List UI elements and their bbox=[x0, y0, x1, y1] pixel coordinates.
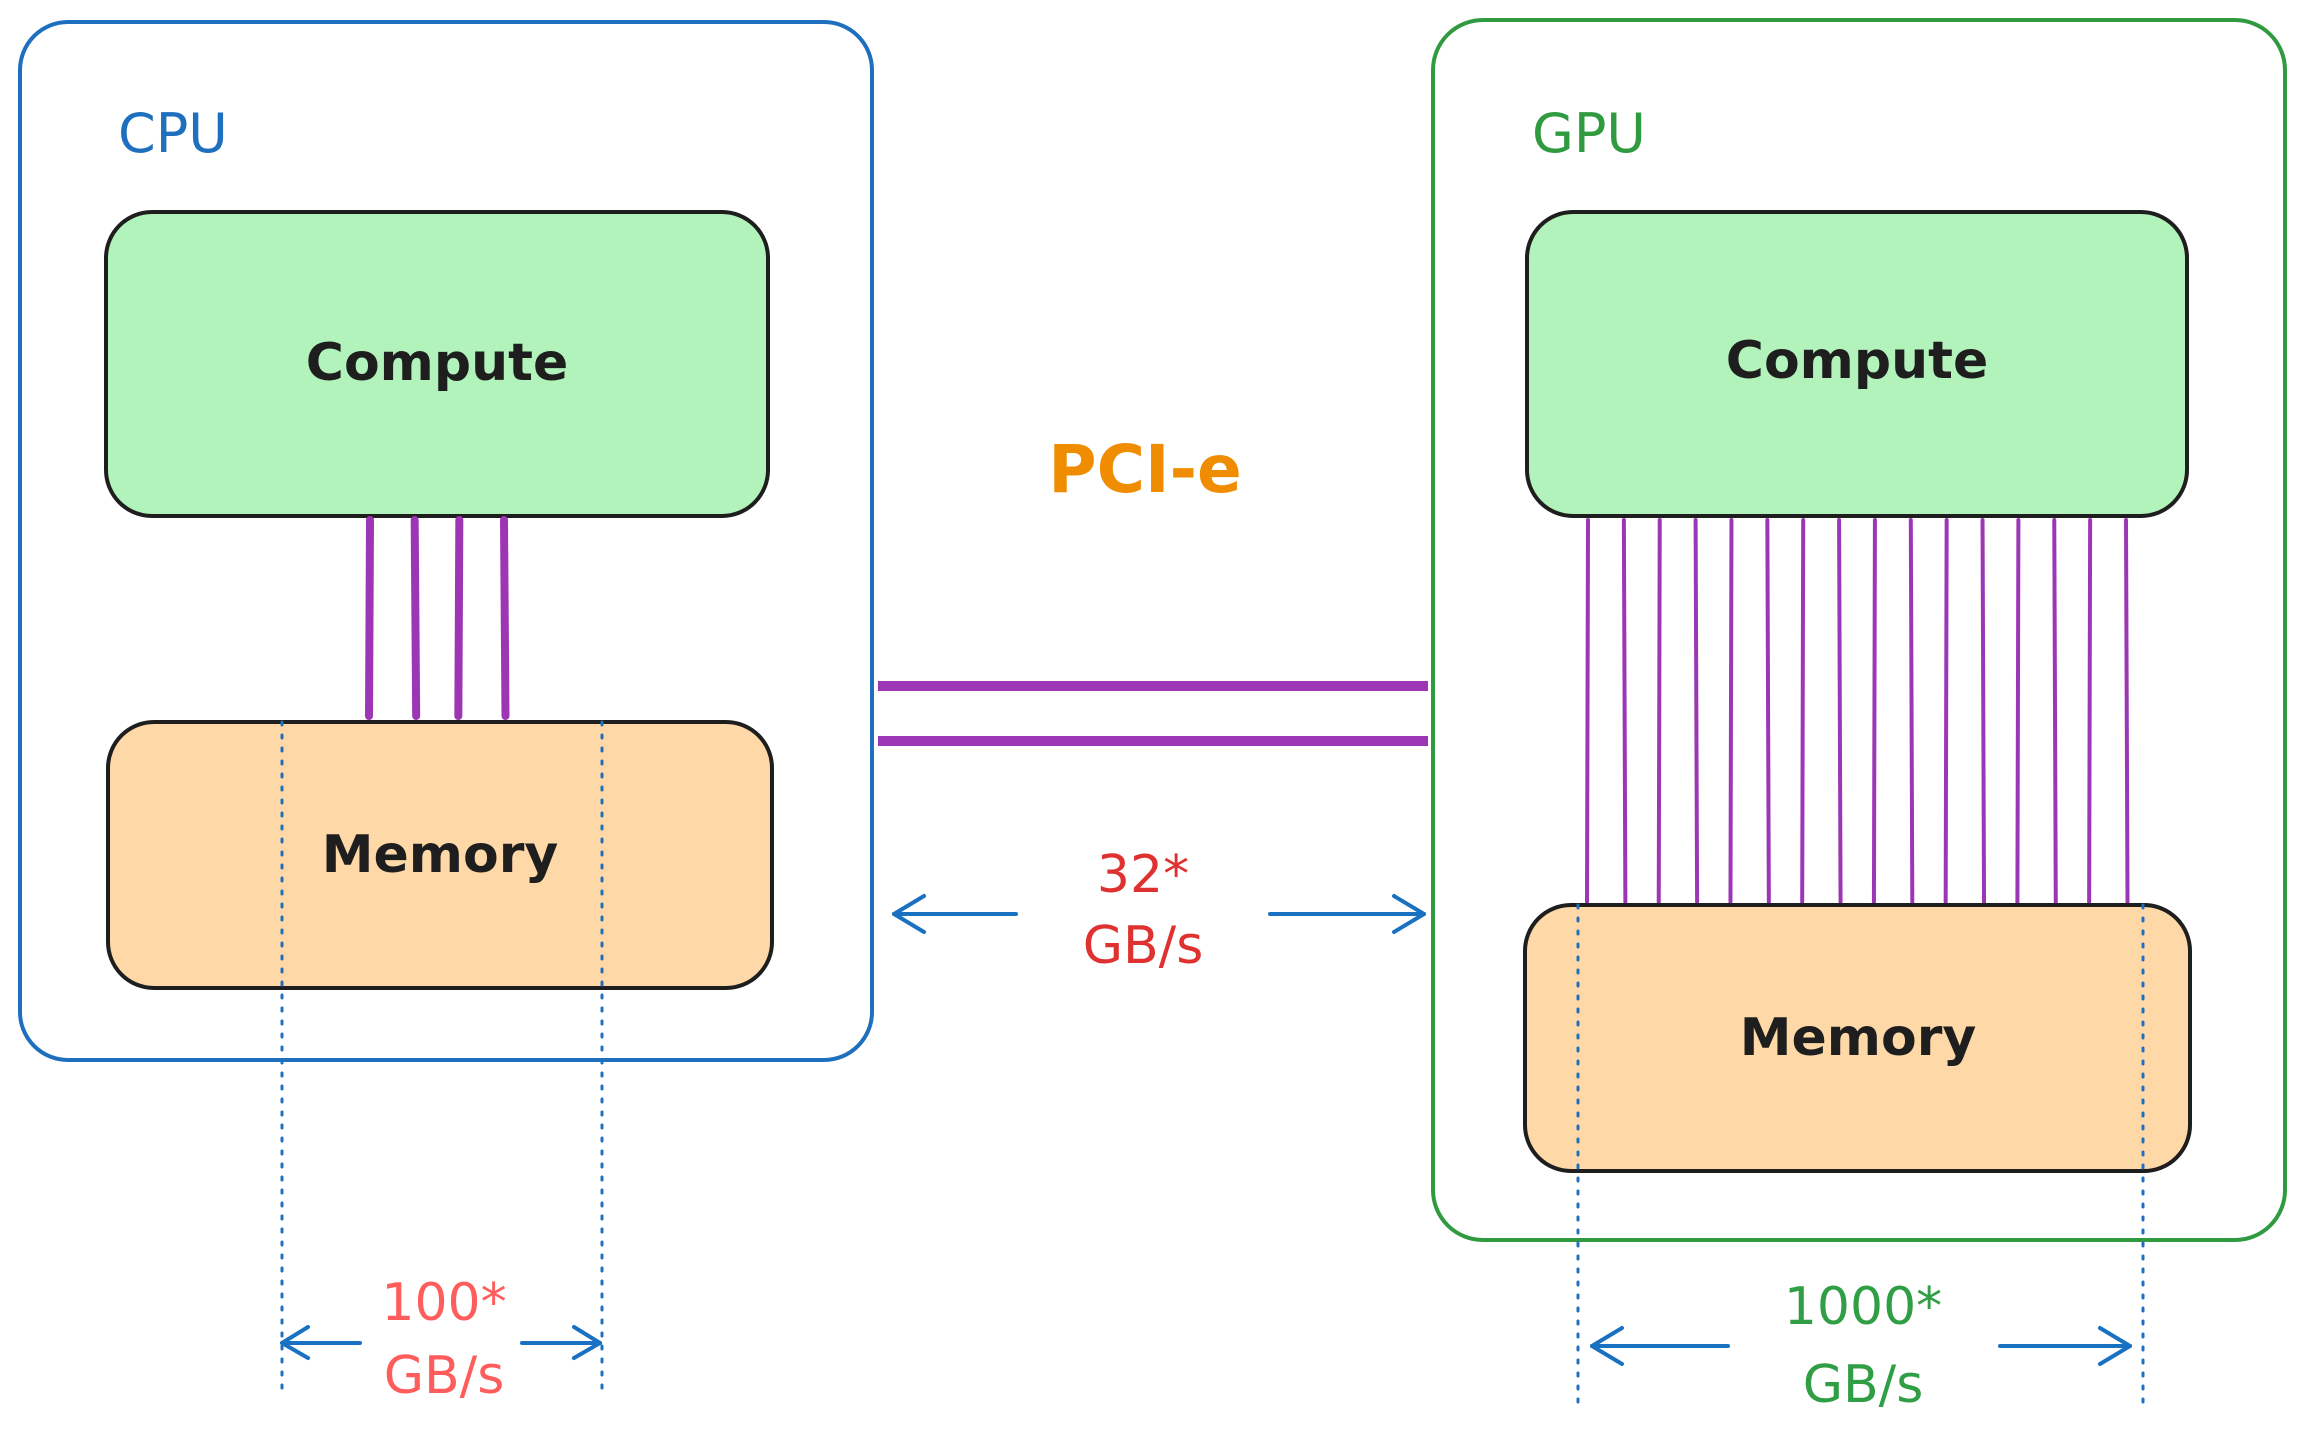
gpu-bandwidth-value: 1000* bbox=[1784, 1277, 1942, 1337]
cpu-link-1 bbox=[365, 516, 374, 720]
pcie-bandwidth-value: 32* bbox=[1097, 845, 1189, 905]
gpu-link-7 bbox=[1800, 518, 1806, 904]
gpu-container bbox=[1431, 18, 2287, 1242]
cpu-compute-memory-links bbox=[365, 516, 510, 720]
gpu-link-8 bbox=[1837, 518, 1843, 904]
gpu-memory-label: Memory bbox=[1740, 1008, 1976, 1068]
cpu-link-3 bbox=[454, 516, 464, 720]
gpu-link-6 bbox=[1765, 518, 1771, 904]
cpu-container bbox=[18, 20, 874, 1062]
gpu-link-4 bbox=[1693, 518, 1700, 904]
cpu-bandwidth-value: 100* bbox=[381, 1273, 506, 1333]
gpu-link-15 bbox=[2087, 518, 2093, 904]
gpu-compute-label: Compute bbox=[1726, 331, 1988, 391]
gpu-link-12 bbox=[1980, 518, 1987, 904]
cpu-panel: CPU Compute Memory bbox=[18, 20, 874, 1062]
gpu-link-10 bbox=[1908, 518, 1915, 904]
cpu-compute-label: Compute bbox=[306, 333, 568, 393]
cpu-arrowhead-right bbox=[572, 1325, 602, 1360]
gpu-compute-block bbox=[1525, 210, 2189, 518]
pcie-arrowhead-right bbox=[1392, 894, 1426, 934]
gpu-link-1 bbox=[1585, 518, 1590, 904]
gpu-bandwidth-span: 1000* GB/s bbox=[1576, 903, 2145, 1415]
cpu-arrowhead-left bbox=[280, 1325, 310, 1360]
gpu-link-5 bbox=[1728, 518, 1734, 904]
gpu-link-9 bbox=[1871, 518, 1877, 904]
cpu-compute-block bbox=[104, 210, 770, 518]
gpu-arrowhead-left bbox=[1590, 1326, 1624, 1366]
gpu-compute-memory-links bbox=[1585, 518, 2130, 904]
cpu-title: CPU bbox=[118, 102, 228, 165]
gpu-link-11 bbox=[1943, 518, 1949, 904]
cpu-link-2 bbox=[410, 516, 421, 720]
cpu-memory-block bbox=[106, 720, 774, 990]
gpu-title: GPU bbox=[1532, 102, 1646, 165]
gpu-link-13 bbox=[2015, 518, 2021, 904]
gpu-link-3 bbox=[1656, 518, 1662, 904]
gpu-link-2 bbox=[1621, 518, 1628, 904]
gpu-bandwidth-unit: GB/s bbox=[1803, 1355, 1924, 1415]
cpu-memory-label: Memory bbox=[322, 825, 558, 885]
pcie-bandwidth-unit: GB/s bbox=[1083, 916, 1204, 976]
cpu-bandwidth-span: 100* GB/s bbox=[280, 720, 604, 1406]
gpu-link-16 bbox=[2124, 518, 2130, 904]
pcie-arrowhead-left bbox=[892, 894, 926, 934]
pcie-link: PCI-e 32* GB/s bbox=[878, 431, 1428, 976]
pcie-label: PCI-e bbox=[1048, 431, 1242, 508]
gpu-panel: GPU Compute Memory bbox=[1431, 18, 2287, 1242]
gpu-link-14 bbox=[2052, 518, 2058, 904]
cpu-bandwidth-unit: GB/s bbox=[384, 1346, 505, 1406]
cpu-link-4 bbox=[500, 516, 510, 720]
gpu-arrowhead-right bbox=[2098, 1326, 2132, 1366]
gpu-memory-block bbox=[1523, 903, 2192, 1173]
